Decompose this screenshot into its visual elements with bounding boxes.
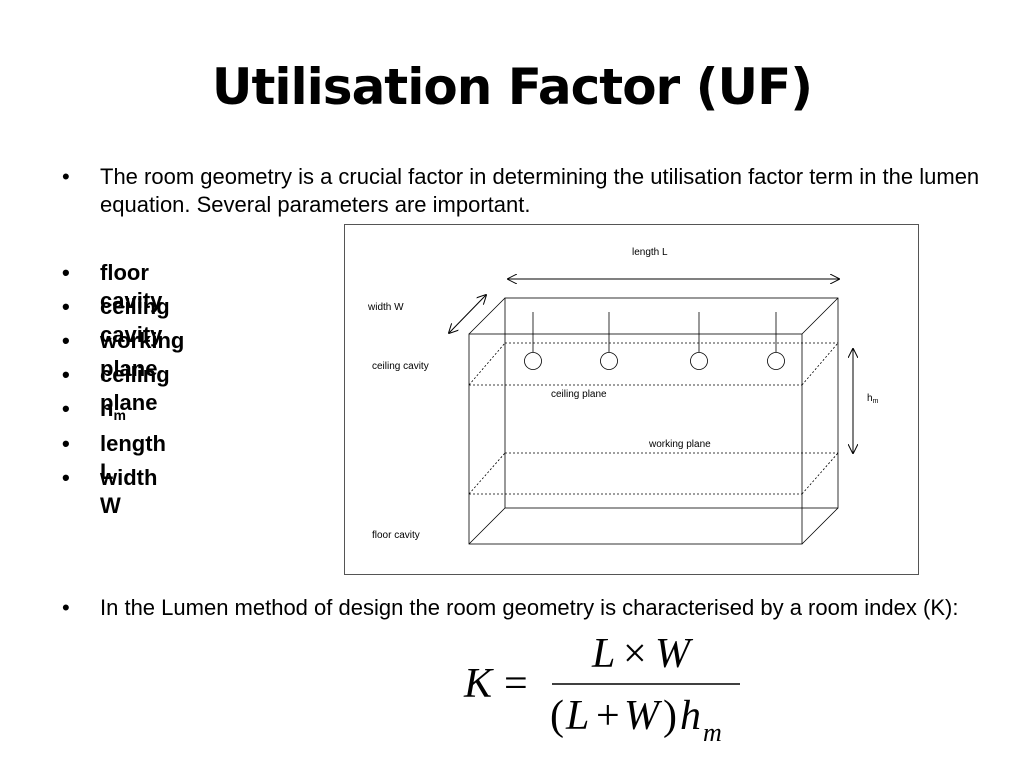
bullet-dot: • — [62, 362, 70, 387]
floor-cavity-label: floor cavity — [372, 530, 420, 541]
width-arrow — [449, 295, 486, 333]
param-label: ceiling plane — [100, 362, 170, 415]
formula-den-h: h — [680, 693, 701, 739]
outro-text: In the Lumen method of design the room g… — [100, 595, 959, 620]
bullet-dot: • — [62, 260, 70, 285]
param-label: width W — [100, 465, 158, 518]
luminaire-icon — [524, 352, 542, 370]
formula-svg: K = L × W ( L + W ) h m — [463, 632, 740, 747]
param-hm-main: h — [100, 396, 114, 421]
ceiling-plane-line — [468, 342, 506, 386]
room-back-face — [504, 297, 839, 509]
room-front-face — [468, 333, 803, 545]
param-hm-sub: m — [113, 407, 126, 423]
room-index-formula: K = L × W ( L + W ) h m — [460, 632, 750, 752]
bullet-dot: • — [62, 294, 70, 319]
hm-label-main: h — [867, 393, 873, 404]
formula-k: K — [463, 661, 494, 707]
width-label: width W — [367, 302, 404, 313]
room-edge — [468, 507, 506, 545]
formula-den-w: W — [624, 693, 663, 739]
bullet-dot: • — [62, 396, 70, 421]
room-edge — [801, 507, 839, 545]
formula-paren-close: ) — [663, 693, 677, 739]
hm-label-sub: m — [873, 398, 879, 405]
luminaire-icon — [767, 352, 785, 370]
param-label: floor cavity — [100, 260, 163, 313]
formula-num-w: W — [655, 632, 694, 677]
intro-text: The room geometry is a crucial factor in… — [100, 164, 980, 217]
formula-den-l: L — [565, 693, 589, 739]
param-label: ceiling cavity — [100, 294, 170, 347]
ceiling-plane-line — [801, 342, 839, 386]
room-diagram: length L width W ceiling cavity ceiling … — [344, 224, 919, 575]
hm-label: hm — [867, 393, 879, 405]
formula-times: × — [623, 632, 647, 677]
ceiling-cavity-label: ceiling cavity — [372, 361, 429, 372]
luminaire-icon — [690, 352, 708, 370]
param-label: working plane — [100, 328, 185, 381]
luminaire-icon — [600, 352, 618, 370]
formula-num-l: L — [591, 632, 615, 677]
bullet-dot: • — [62, 431, 70, 456]
room-edge — [801, 297, 839, 335]
working-plane-line — [468, 452, 506, 495]
formula-plus: + — [596, 693, 620, 739]
working-plane-line — [801, 452, 839, 495]
working-plane-label: working plane — [648, 439, 711, 450]
room-diagram-svg: length L width W ceiling cavity ceiling … — [367, 247, 879, 545]
ceiling-plane-label: ceiling plane — [551, 389, 607, 400]
bullet-dot: • — [62, 465, 70, 490]
bullet-dot: • — [62, 328, 70, 353]
param-label: length L — [100, 431, 166, 484]
length-label: length L — [632, 247, 668, 258]
param-label: hm — [100, 395, 126, 429]
slide-title: Utilisation Factor (UF) — [211, 58, 813, 116]
formula-den-sub: m — [703, 718, 722, 747]
bullet-dot: • — [62, 164, 70, 189]
room-edge — [468, 297, 506, 335]
formula-paren-open: ( — [550, 693, 564, 739]
formula-equals: = — [504, 661, 528, 707]
bullet-dot: • — [62, 595, 70, 620]
